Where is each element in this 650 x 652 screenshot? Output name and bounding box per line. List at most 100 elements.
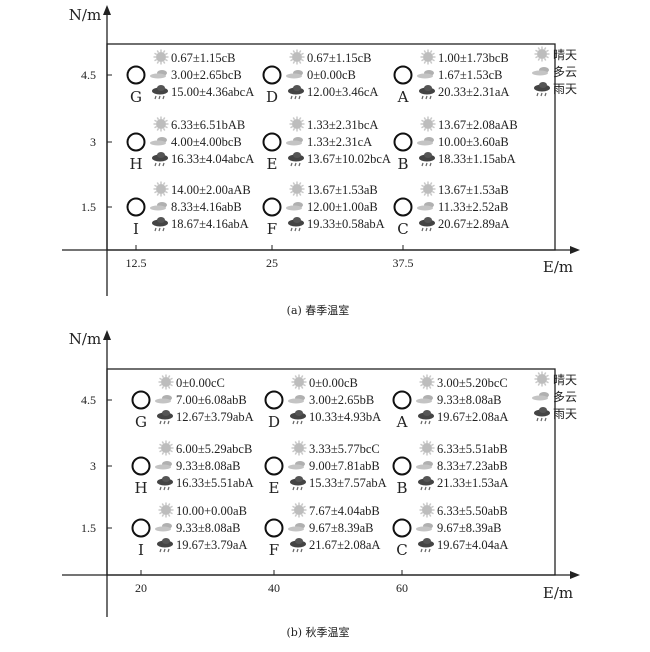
- sunny-value: 13.67±2.08aAB: [438, 118, 518, 132]
- cloudy-value: 1.33±2.31cA: [307, 135, 372, 149]
- cloudy-value: 0±0.00cB: [307, 68, 356, 82]
- sun-icon: [291, 502, 307, 518]
- sun-icon: [419, 440, 435, 456]
- cloud-icon: [417, 202, 434, 211]
- sun-icon: [534, 46, 550, 62]
- sampling-point-marker: [393, 197, 413, 217]
- x-tick-label: 20: [135, 581, 147, 595]
- cloudy-value: 9.00±7.81abB: [309, 459, 380, 473]
- cloud-icon: [288, 395, 305, 404]
- cloudy-value: 3.00±2.65bB: [309, 393, 374, 407]
- sunny-value: 0±0.00cB: [309, 376, 358, 390]
- sun-icon: [420, 49, 436, 65]
- rain-cloud-icon: [290, 410, 306, 425]
- sampling-point-marker: [392, 518, 412, 538]
- point-label: B: [396, 479, 407, 497]
- sun-icon: [153, 49, 169, 65]
- cloud-icon: [150, 70, 167, 79]
- sun-icon: [158, 440, 174, 456]
- sunny-value: 1.33±2.31bcA: [307, 118, 378, 132]
- point-label: G: [130, 88, 142, 106]
- rain-cloud-icon: [157, 476, 173, 491]
- sun-icon: [291, 374, 307, 390]
- sunny-value: 13.67±1.53aB: [438, 183, 509, 197]
- cloudy-value: 9.67±8.39aB: [437, 521, 502, 535]
- sun-icon: [289, 181, 305, 197]
- rainy-value: 13.67±10.02bcA: [307, 152, 391, 166]
- y-tick-label: 3: [90, 459, 96, 473]
- rain-cloud-icon: [157, 538, 173, 553]
- sunny-value: 0.67±1.15cB: [171, 51, 236, 65]
- rainy-value: 12.67±3.79abA: [176, 410, 254, 424]
- sunny-value: 10.00+0.00aB: [176, 504, 247, 518]
- sun-icon: [534, 371, 550, 387]
- cloudy-value: 9.33±8.08aB: [176, 459, 241, 473]
- rain-cloud-icon: [534, 407, 550, 422]
- rain-cloud-icon: [534, 82, 550, 97]
- sunny-value: 6.33±5.51abB: [437, 442, 508, 456]
- sampling-point-marker: [392, 456, 412, 476]
- sampling-point-marker: [264, 518, 284, 538]
- legend-sunny: 晴天: [553, 48, 577, 62]
- rain-cloud-icon: [290, 538, 306, 553]
- rainy-value: 19.67±4.04aA: [437, 538, 508, 552]
- sunny-value: 6.00±5.29abcB: [176, 442, 252, 456]
- cloudy-value: 9.33±8.08aB: [437, 393, 502, 407]
- rainy-value: 16.33±4.04abcA: [171, 152, 254, 166]
- legend-rainy: 雨天: [553, 82, 577, 96]
- sun-icon: [158, 502, 174, 518]
- sunny-value: 13.67±1.53aB: [307, 183, 378, 197]
- sunny-value: 14.00±2.00aAB: [171, 183, 251, 197]
- sampling-point-marker: [262, 65, 282, 85]
- x-axis-label: E/m: [543, 258, 573, 276]
- cloud-icon: [288, 523, 305, 532]
- cloudy-value: 3.00±2.65bcB: [171, 68, 242, 82]
- cloudy-value: 12.00±1.00aB: [307, 200, 378, 214]
- rainy-value: 21.33±1.53aA: [437, 476, 508, 490]
- rain-cloud-icon: [288, 152, 304, 167]
- rain-cloud-icon: [152, 85, 168, 100]
- rainy-value: 19.33±0.58abA: [307, 217, 385, 231]
- sunny-value: 3.33±5.77bcC: [309, 442, 380, 456]
- cloud-icon: [288, 461, 305, 470]
- sun-icon: [289, 116, 305, 132]
- x-axis-arrow-icon: [570, 571, 580, 579]
- y-tick-label: 1.5: [81, 200, 96, 214]
- cloudy-value: 8.33±7.23abB: [437, 459, 508, 473]
- sampling-point-marker: [262, 132, 282, 152]
- rain-cloud-icon: [419, 217, 435, 232]
- sampling-point-marker: [393, 65, 413, 85]
- sun-icon: [158, 374, 174, 390]
- rain-cloud-icon: [419, 85, 435, 100]
- rain-cloud-icon: [419, 152, 435, 167]
- rainy-value: 12.00±3.46cA: [307, 85, 378, 99]
- rain-cloud-icon: [418, 538, 434, 553]
- y-tick-label: 4.5: [81, 393, 96, 407]
- rain-cloud-icon: [152, 152, 168, 167]
- x-tick-label: 25: [266, 256, 278, 270]
- cloud-icon: [416, 395, 433, 404]
- cloudy-value: 1.67±1.53cB: [438, 68, 503, 82]
- cloud-icon: [532, 67, 549, 76]
- y-axis-label: N/m: [69, 330, 101, 348]
- point-label: E: [269, 479, 280, 497]
- point-label: E: [267, 155, 278, 173]
- panel-caption: (b) 秋季温室: [286, 625, 349, 639]
- rainy-value: 19.67±2.08aA: [437, 410, 508, 424]
- cloud-icon: [286, 137, 303, 146]
- cloudy-value: 10.00±3.60aB: [438, 135, 509, 149]
- sun-icon: [153, 116, 169, 132]
- sampling-point-marker: [131, 390, 151, 410]
- sampling-point-marker: [262, 197, 282, 217]
- sampling-point-E: E 1.33±2.31bcA 1.33±2.31cA 13.67±10.02bcA: [262, 116, 391, 173]
- sunny-value: 0.67±1.15cB: [307, 51, 372, 65]
- y-tick-label: 3: [90, 135, 96, 149]
